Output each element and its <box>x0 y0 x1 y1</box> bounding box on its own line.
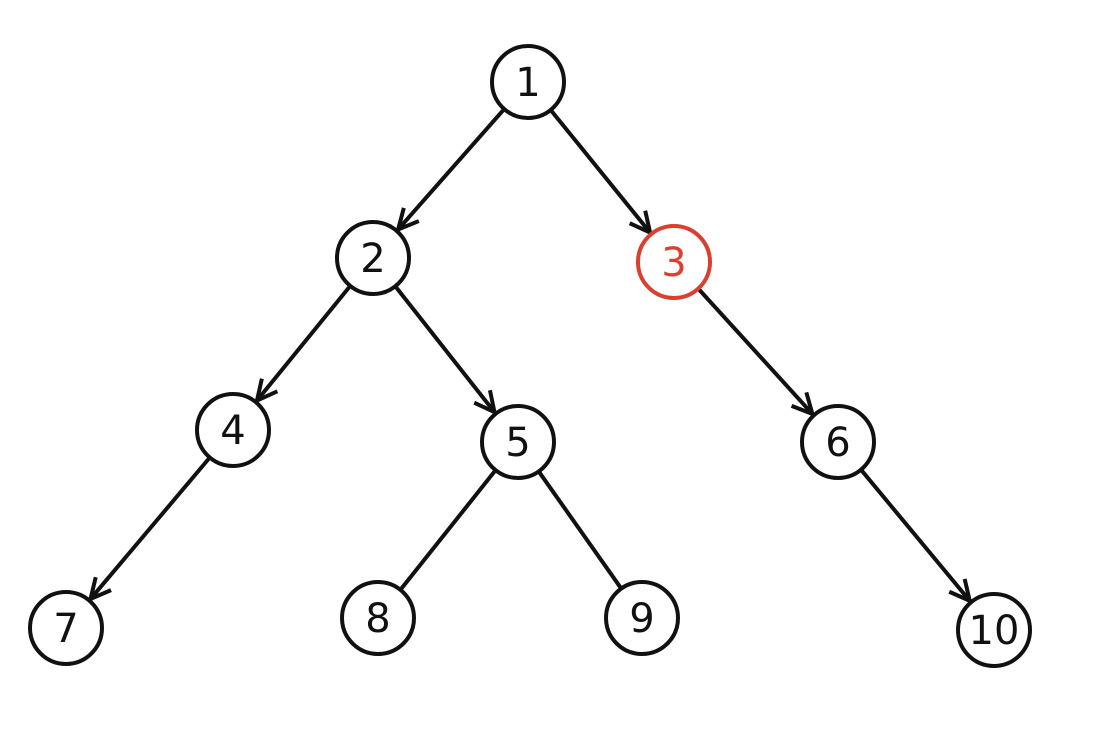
node-8: 8 <box>340 580 416 656</box>
edge-5-9 <box>536 469 623 589</box>
node-label: 2 <box>360 236 385 282</box>
node-circle <box>956 592 1032 668</box>
edge-2-4 <box>257 283 353 401</box>
node-7: 7 <box>28 590 104 666</box>
node-circle <box>480 404 556 480</box>
edge-2-5 <box>393 284 494 412</box>
node-circle <box>636 224 712 300</box>
node-9: 9 <box>604 580 680 656</box>
edge-5-8 <box>399 468 498 591</box>
edge-3-6 <box>696 286 812 414</box>
node-5: 5 <box>480 404 556 480</box>
edge-4-7 <box>90 455 212 599</box>
node-circle <box>490 44 566 120</box>
node-6: 6 <box>800 404 876 480</box>
node-label: 1 <box>515 60 540 106</box>
node-circle <box>195 392 271 468</box>
node-label: 3 <box>661 240 686 286</box>
node-label: 5 <box>505 420 530 466</box>
node-circle <box>604 580 680 656</box>
node-circle <box>340 580 416 656</box>
node-label: 8 <box>365 596 390 642</box>
node-circle <box>335 220 411 296</box>
node-10: 10 <box>956 592 1032 668</box>
node-label: 9 <box>629 596 654 642</box>
node-circle <box>28 590 104 666</box>
edge-1-3 <box>548 107 650 233</box>
node-label: 10 <box>969 608 1020 654</box>
edge-1-2 <box>398 107 507 229</box>
node-2: 2 <box>335 220 411 296</box>
node-1: 1 <box>490 44 566 120</box>
edge-6-10 <box>858 467 970 601</box>
node-label: 7 <box>53 606 78 652</box>
node-4: 4 <box>195 392 271 468</box>
node-3: 3 <box>636 224 712 300</box>
node-circle <box>800 404 876 480</box>
node-label: 6 <box>825 420 850 466</box>
node-label: 4 <box>220 408 245 454</box>
